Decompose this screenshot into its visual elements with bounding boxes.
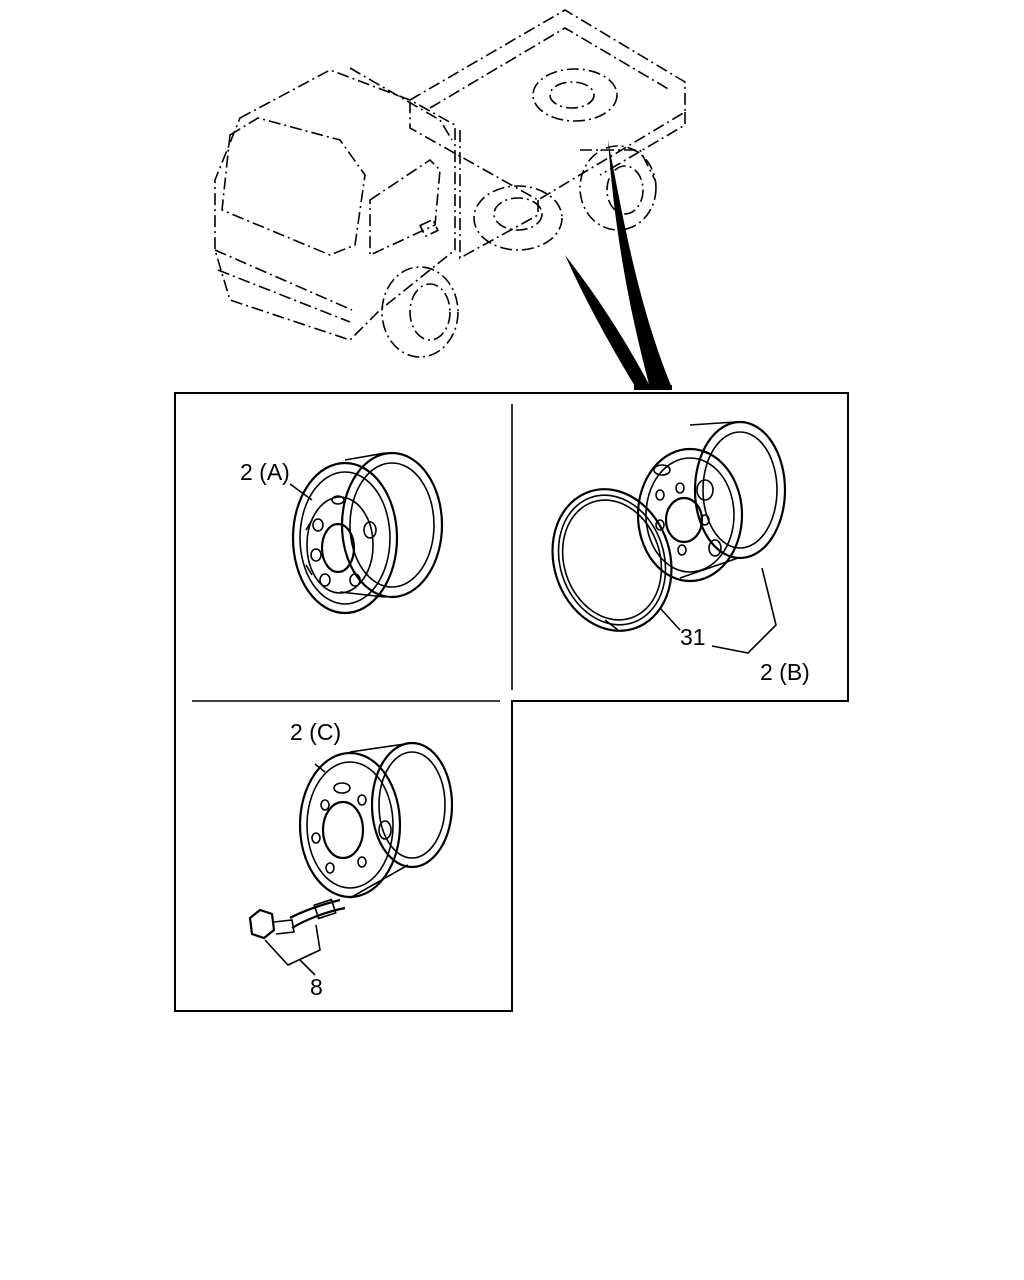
panel-frame [174, 392, 849, 1012]
callout-wheel-c: 2 (C) [290, 719, 341, 745]
wheel-c-icon [298, 741, 454, 899]
callout-wheel-a: 2 (A) [240, 459, 290, 485]
pointer-arrow-icon [565, 140, 672, 390]
callout-wheel-b: 2 (B) [760, 659, 810, 685]
wheel-a-icon [289, 451, 444, 615]
callout-ring: 31 [680, 624, 706, 650]
side-ring-icon [551, 488, 673, 632]
callout-valve: 8 [310, 974, 323, 1000]
truck-icon [214, 9, 686, 358]
valve-extension-icon [248, 898, 346, 976]
leader-lines-b [659, 567, 777, 654]
